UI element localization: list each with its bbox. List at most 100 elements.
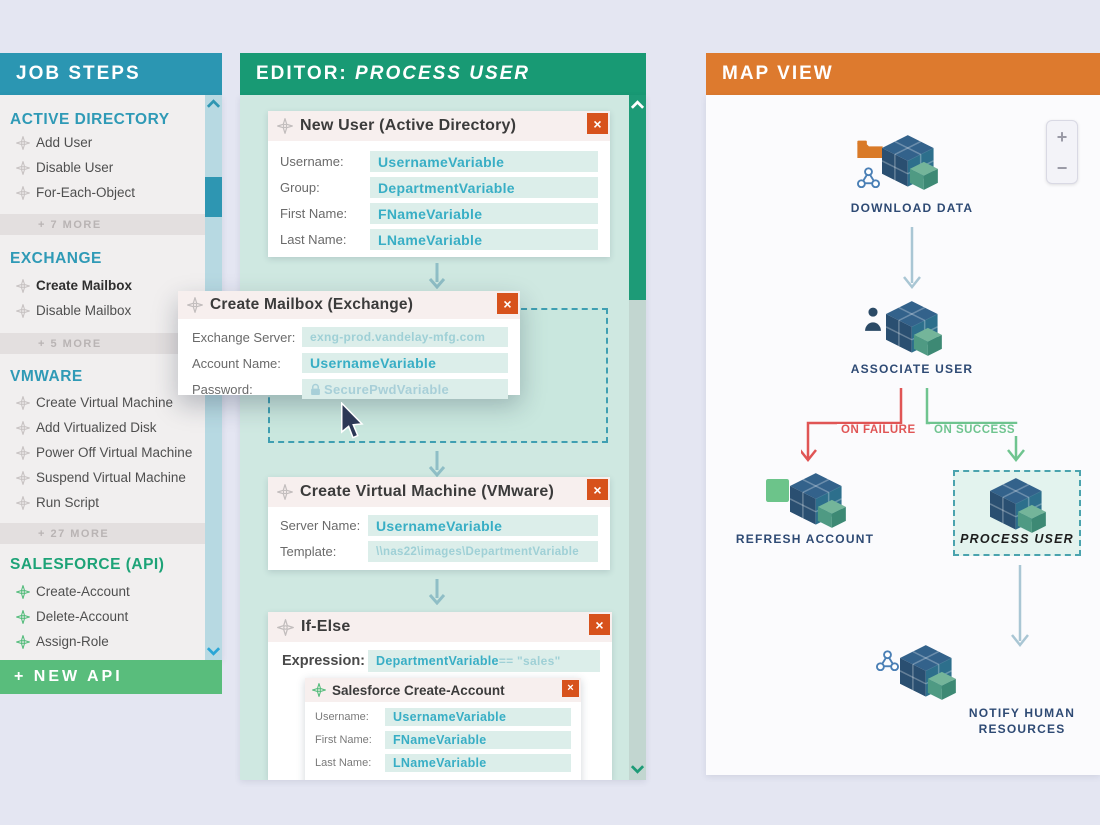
field-input[interactable]: UsernameVariable (385, 708, 571, 726)
step-icon (16, 609, 30, 624)
job-step-suspend-vm[interactable]: Suspend Virtual Machine (16, 470, 186, 485)
expression-input[interactable]: DepartmentVariable == "sales" (368, 650, 600, 672)
job-step-label: For-Each-Object (36, 185, 136, 200)
cube-cluster-icon (882, 135, 939, 191)
field-row: Password: SecurePwdVariable (192, 379, 508, 399)
field-row: Username: UsernameVariable (280, 151, 598, 172)
field-input[interactable]: \\nas22\images\DepartmentVariable (368, 541, 598, 562)
zoom-in-button[interactable]: + (1056, 126, 1068, 147)
map-node-process-user-label: PROCESS USER (960, 532, 1074, 546)
job-step-label: Create-Account (36, 584, 130, 599)
more-vmware[interactable]: + 27 MORE (0, 523, 205, 544)
close-icon[interactable]: × (562, 680, 579, 697)
map-zoom-widget: + − (1046, 120, 1078, 184)
field-label: First Name: (315, 734, 372, 746)
field-input[interactable]: exng-prod.vandelay-mfg.com (302, 327, 508, 347)
scroll-down-icon[interactable] (206, 645, 221, 657)
job-step-create-mailbox[interactable]: Create Mailbox (16, 278, 132, 293)
step-icon (277, 618, 294, 636)
field-input[interactable]: LNameVariable (370, 229, 598, 250)
field-input[interactable]: UsernameVariable (368, 515, 598, 536)
zoom-out-button[interactable]: − (1056, 157, 1068, 178)
scroll-down-icon[interactable] (630, 763, 645, 775)
field-input[interactable]: LNameVariable (385, 754, 571, 772)
field-label: Username: (280, 154, 344, 169)
card-if-else-header[interactable]: If-Else × (268, 612, 612, 642)
mouse-cursor-icon (341, 402, 364, 439)
field-input[interactable]: DepartmentVariable (370, 177, 598, 198)
map-node-notify-hr[interactable]: NOTIFY HUMAN RESOURCES (942, 705, 1100, 737)
map-node-download-data[interactable]: DOWNLOAD DATA (850, 201, 974, 215)
expression-variable: DepartmentVariable (376, 654, 499, 668)
card-salesforce-create-account: Salesforce Create-Account × Username: Us… (305, 678, 581, 780)
field-label: Server Name: (280, 518, 361, 533)
map-node-notify-line1: NOTIFY HUMAN (968, 706, 1076, 720)
field-label: Last Name: (280, 232, 347, 247)
job-step-label: Disable User (36, 160, 114, 175)
job-step-label: Run Script (36, 495, 100, 510)
field-value: UsernameVariable (376, 517, 503, 534)
field-input[interactable]: FNameVariable (370, 203, 598, 224)
field-input[interactable]: FNameVariable (385, 731, 571, 749)
field-row: Server Name: UsernameVariable (280, 515, 598, 536)
card-create-mailbox-dragging[interactable]: Create Mailbox (Exchange) × Exchange Ser… (178, 291, 520, 399)
job-step-delete-account[interactable]: Delete-Account (16, 609, 128, 624)
job-step-create-account[interactable]: Create-Account (16, 584, 130, 599)
field-value: SecurePwdVariable (324, 381, 450, 397)
field-input[interactable]: SecurePwdVariable (302, 379, 508, 399)
scrollbar-thumb[interactable] (629, 95, 646, 300)
job-step-assign-role[interactable]: Assign-Role (16, 634, 109, 649)
close-icon[interactable]: × (587, 479, 608, 500)
job-step-label: Disable Mailbox (36, 303, 132, 318)
close-icon[interactable]: × (589, 614, 610, 635)
job-step-disable-user[interactable]: Disable User (16, 160, 113, 175)
job-step-add-disk[interactable]: Add Virtualized Disk (16, 420, 157, 435)
job-steps-header: JOB STEPS (0, 53, 222, 95)
section-active-directory: ACTIVE DIRECTORY (10, 111, 170, 128)
map-node-refresh-account[interactable]: REFRESH ACCOUNT (735, 532, 875, 546)
field-input[interactable]: UsernameVariable (302, 353, 508, 373)
cube-cluster-icon (990, 478, 1047, 534)
card-new-user-header[interactable]: New User (Active Directory) × (268, 111, 610, 141)
field-input[interactable]: UsernameVariable (370, 151, 598, 172)
scroll-up-icon[interactable] (206, 98, 221, 110)
lock-icon (311, 383, 320, 395)
scrollbar-thumb[interactable] (205, 177, 222, 217)
map-arrow-icon (1011, 565, 1029, 648)
card-create-mailbox-header[interactable]: Create Mailbox (Exchange) × (178, 291, 520, 319)
close-icon[interactable]: × (587, 113, 608, 134)
network-icon (876, 650, 899, 671)
map-node-process-user[interactable]: PROCESS USER (953, 470, 1081, 556)
job-step-for-each-object[interactable]: For-Each-Object (16, 185, 135, 200)
job-step-label: Create Virtual Machine (36, 395, 174, 410)
more-exchange[interactable]: + 5 MORE (0, 333, 205, 354)
step-icon (16, 470, 30, 485)
editor-scrollbar[interactable] (629, 95, 646, 780)
cube-cluster-icon (900, 645, 957, 701)
card-salesforce-header[interactable]: Salesforce Create-Account × (305, 678, 581, 702)
flow-arrow-icon (428, 579, 446, 605)
scroll-up-icon[interactable] (630, 99, 645, 111)
step-icon (16, 185, 30, 200)
card-create-vm-header[interactable]: Create Virtual Machine (VMware) × (268, 477, 610, 507)
job-step-add-user[interactable]: Add User (16, 135, 92, 150)
more-active-directory[interactable]: + 7 MORE (0, 214, 205, 235)
editor-title-prefix: EDITOR: (256, 63, 348, 84)
field-value: LNameVariable (378, 231, 483, 248)
step-icon (16, 278, 30, 293)
job-step-create-vm[interactable]: Create Virtual Machine (16, 395, 173, 410)
card-create-vm: Create Virtual Machine (VMware) × Server… (268, 477, 610, 570)
job-step-disable-mailbox[interactable]: Disable Mailbox (16, 303, 131, 318)
step-icon (16, 495, 30, 510)
field-label: Template: (280, 544, 337, 559)
field-value: DepartmentVariable (378, 179, 515, 196)
map-node-associate-user[interactable]: ASSOCIATE USER (850, 362, 974, 376)
job-step-label: Assign-Role (36, 634, 109, 649)
step-icon (16, 303, 30, 318)
editor-panel: New User (Active Directory) × Username: … (240, 95, 646, 780)
new-api-button[interactable]: + NEW API (0, 660, 222, 694)
job-step-run-script[interactable]: Run Script (16, 495, 99, 510)
job-step-power-off-vm[interactable]: Power Off Virtual Machine (16, 445, 192, 460)
close-icon[interactable]: × (497, 293, 518, 314)
field-row: First Name: FNameVariable (315, 731, 571, 749)
